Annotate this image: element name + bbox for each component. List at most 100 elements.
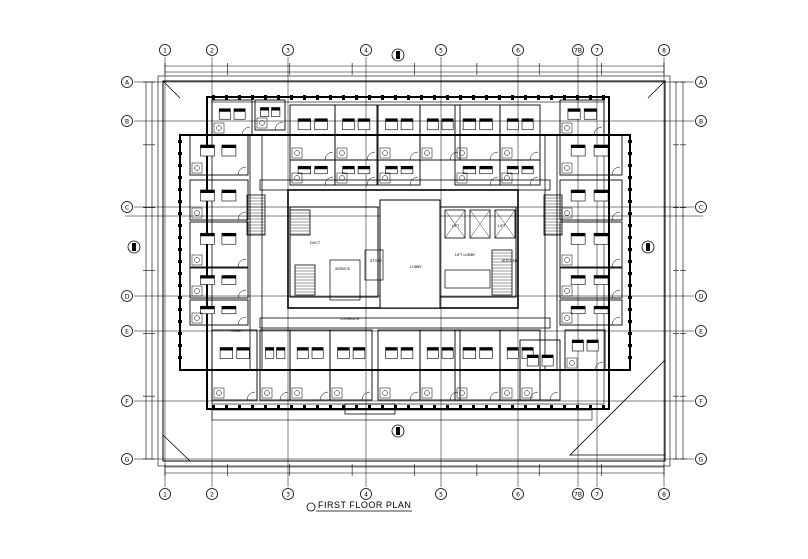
room-west-3-toilet [191,254,203,266]
room-east-3-door [611,258,621,268]
corner-line [162,434,191,462]
grid-bubble-bottom-1-circle [159,488,171,500]
room-west-3-door [237,258,247,268]
grid-bubble-left-B-circle [121,115,133,127]
room-west-5 [189,299,249,326]
column-mark [550,95,553,100]
column-mark [628,356,632,359]
column-mark [212,95,215,100]
grid-bubble-right-B-circle [695,115,707,127]
room-south-9 [519,339,561,401]
grid-bubble-bottom-6-circle [512,488,524,500]
balcony-strip [211,409,593,421]
room-west-1-toilet [191,162,203,174]
corridor-west [249,134,263,371]
room-north-3-toilet [291,147,303,159]
room-north2-2 [334,159,378,186]
grid-bubble-bottom-7-circle [591,488,603,500]
room-north-3-door [324,151,334,161]
room-west-2-toilet [191,207,203,219]
column-mark [368,405,371,410]
room-north-7-toilet [456,147,468,159]
room-west-1 [189,134,249,176]
grid-bubble-left-C-circle [121,201,133,213]
room-north-7-pillow [479,118,493,122]
room-north-5-pillow [385,118,398,122]
room-east-1-door [611,166,621,176]
room-north-9 [559,99,605,136]
column-mark [420,95,423,100]
grid-bubble-left-B-label: B [125,119,129,126]
column-mark [420,405,423,410]
column-mark [368,95,371,100]
room-north-2 [254,99,286,131]
room-east-1-pillow [594,145,609,148]
column-mark [178,296,182,299]
room-north2-1-pillow [298,166,311,170]
room-east-4-door [611,289,621,299]
grid-bubble-right-A-circle [695,76,707,88]
room-south-4-pillow [337,347,350,351]
room-west-2-wc [194,210,200,216]
room-south-3-door [319,391,329,401]
grid-bubble-bottom-7B-label: 7B [574,492,582,499]
room-north2-1-door [324,176,334,186]
room-east-5-toilet [561,312,573,324]
room-north-2-pillow [271,107,280,111]
grid-bubble-top-3-circle [282,44,294,56]
column-mark [563,405,566,410]
column-mark [628,332,632,335]
room-south-5-pillow [385,347,398,351]
room-north2-1-toilet [291,172,303,184]
column-mark [251,95,254,100]
room-west-5-toilet [191,312,203,324]
corner-line [569,359,666,456]
grid-bubble-left-F-circle [121,395,133,407]
column-mark [628,308,632,311]
room-north2-5-pillow [507,166,519,170]
grid-bubble-top-2-label: 2 [210,48,214,55]
column-mark [264,405,267,410]
room-south-4-pillow [353,347,365,351]
room-south-7 [454,329,501,401]
grid-bubble-top-7-label: 7 [595,48,599,55]
room-label-4: SERVICE [335,267,351,271]
room-south-8-door [529,391,539,401]
room-west-3 [189,221,249,268]
room-east-4-pillow [594,275,609,279]
column-mark [225,95,228,100]
lift-shaft-cross [494,209,516,239]
room-west-4-pillow [200,275,215,279]
room-north-6-pillow [427,118,439,122]
room-east-4-toilet [561,285,573,297]
site-outline-outer [157,75,671,467]
room-north-5-toilet [379,147,391,159]
column-mark [628,224,632,227]
north-marker-bottom-arrow [396,427,400,435]
room-north2-2-pillow [342,166,355,170]
stair-west [246,194,266,236]
column-mark [524,405,527,410]
room-north-3-wc [294,150,300,156]
room-north2-3 [377,159,421,186]
column-mark [178,200,182,203]
room-south-5 [377,329,421,401]
grid-bubble-right-F-circle [695,395,707,407]
column-mark [589,95,592,100]
grid-bubble-top-5-label: 5 [439,48,443,55]
room-north2-5-wc [504,175,510,181]
room-south-6-door [449,391,459,401]
lift-shaft-3 [494,209,516,239]
column-mark [178,224,182,227]
room-north-2-toilet [256,117,268,129]
room-north2-5 [499,159,541,186]
lift-shaft-2 [469,209,491,239]
column-mark [628,164,632,167]
column-mark [251,405,254,410]
column-mark [628,236,632,239]
lift-shaft-cross [444,209,466,239]
room-north-8-pillow [522,118,534,122]
grid-bubble-right-E-circle [695,325,707,337]
column-mark [178,248,182,251]
